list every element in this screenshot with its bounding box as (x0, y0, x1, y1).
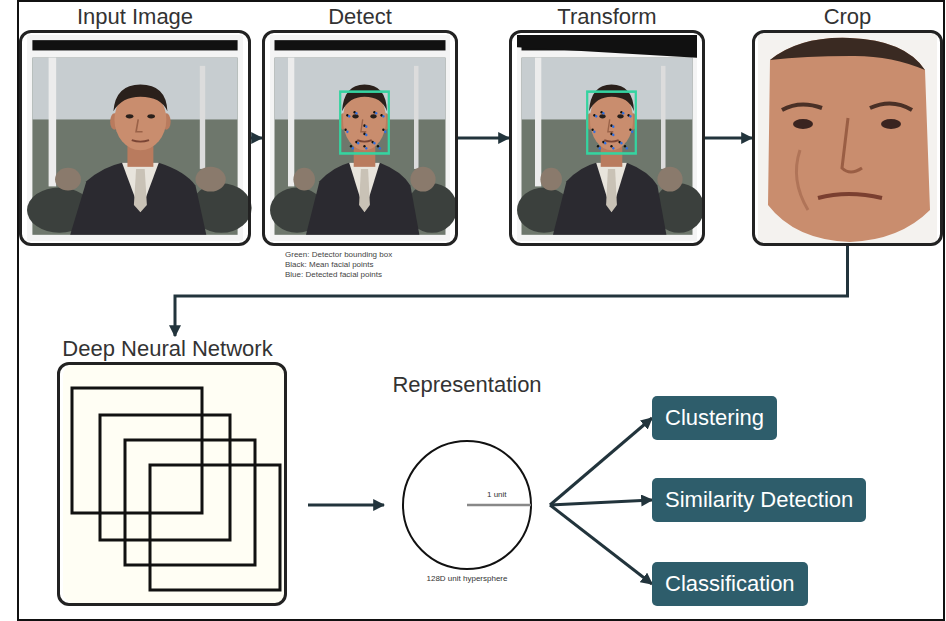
node-heading: Input Image (19, 4, 251, 30)
box-label: Similarity Detection (665, 486, 853, 514)
hypersphere-node: Representation 1 unit 128D unit hyperspher… (384, 372, 550, 584)
node-heading: Deep Neural Network (27, 336, 308, 362)
hypersphere (403, 441, 531, 569)
image-frame (509, 30, 705, 246)
flow-arrow (705, 137, 752, 140)
legend-note: Green: Detector bounding box (285, 250, 392, 260)
image-panel: Detect (262, 4, 458, 246)
flow-arrow (308, 504, 384, 507)
crop-photo (758, 33, 937, 243)
network-layers (63, 365, 287, 603)
input-photo (27, 35, 252, 241)
output-box: Clustering (652, 396, 777, 440)
network-box: Deep Neural Network (27, 336, 308, 606)
radius-label: 1 unit (487, 490, 507, 500)
image-frame (19, 30, 251, 246)
network-frame (57, 362, 287, 606)
image-frame (752, 30, 943, 246)
transform-photo (517, 35, 704, 241)
node-heading: Representation (384, 372, 550, 398)
flow-arrow (550, 500, 652, 505)
output-box: Similarity Detection (652, 478, 866, 522)
detect-photo (270, 35, 457, 241)
flow-arrow (550, 505, 652, 584)
flow-arrow (175, 246, 848, 336)
output-box: Classification (652, 562, 808, 606)
legend-note: Blue: Detected facial points (285, 270, 382, 280)
outer-frame (18, 1, 944, 620)
image-panel: Input Image (19, 4, 251, 246)
image-panel: Crop (752, 4, 943, 246)
flow-arrow (550, 418, 652, 505)
image-panel: Transform (509, 4, 705, 246)
box-label: Clustering (665, 404, 764, 432)
flow-arrow (458, 137, 509, 140)
node-heading: Crop (752, 4, 943, 30)
image-frame (262, 30, 458, 246)
box-label: Classification (665, 570, 795, 598)
flow-arrow (251, 137, 262, 140)
legend-note: Black: Mean facial points (285, 260, 374, 270)
node-heading: Transform (509, 4, 705, 30)
node-heading: Detect (262, 4, 458, 30)
sphere-caption: 128D unit hypersphere (384, 574, 550, 584)
